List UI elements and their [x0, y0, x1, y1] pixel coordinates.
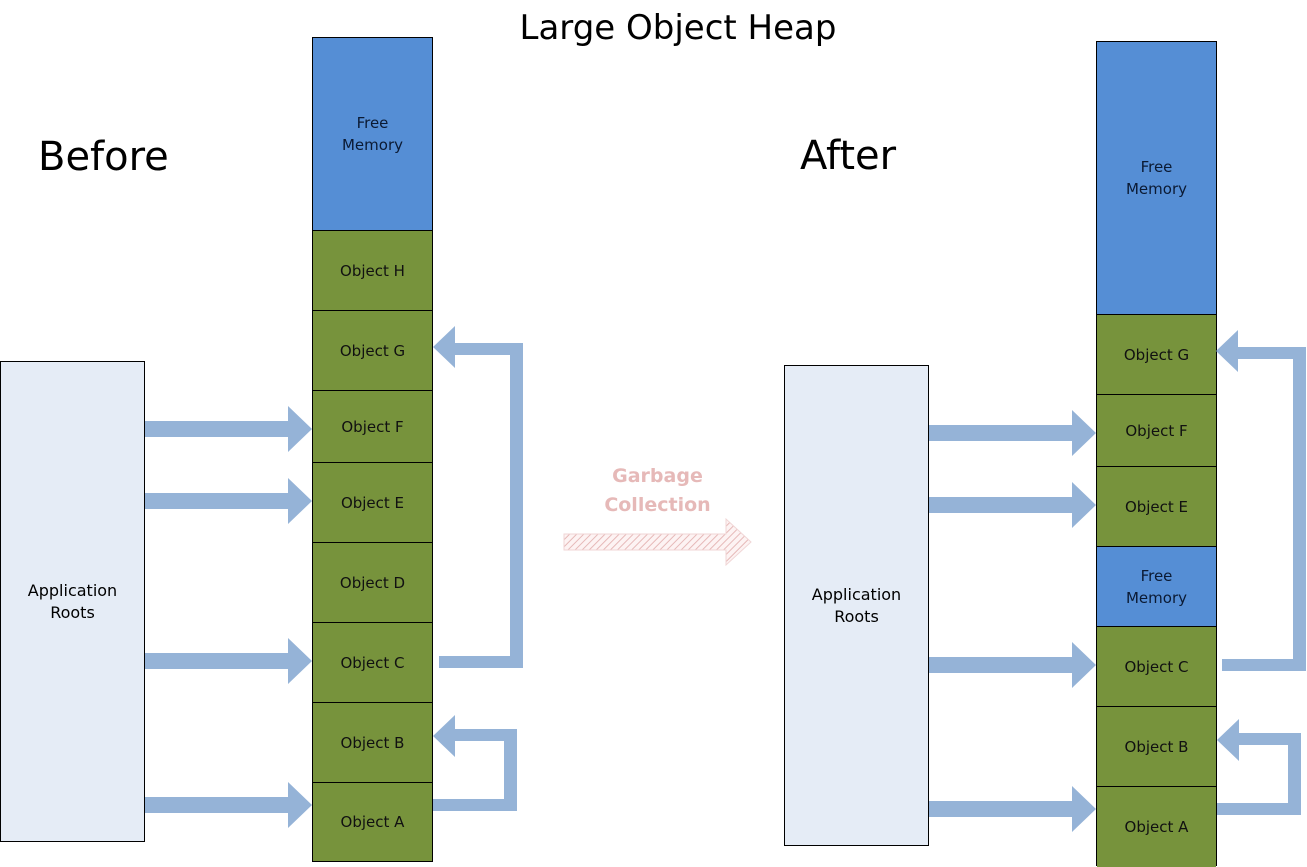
gc-label-line2: Collection	[604, 494, 711, 516]
after-block-object-c: Object C	[1097, 626, 1216, 706]
block-label: Object B	[340, 733, 405, 752]
before-object-a-to-object-b-arrow	[433, 715, 517, 811]
block-label: Free Memory	[341, 114, 403, 154]
block-label: Free Memory	[1125, 158, 1187, 198]
after-block-object-b: Object B	[1097, 706, 1216, 786]
after-block-free-memory-top: Free Memory	[1097, 42, 1216, 314]
before-block-object-d: Object D	[313, 542, 432, 622]
after-block-object-a: Object A	[1097, 786, 1216, 867]
before-block-object-b: Object B	[313, 702, 432, 782]
block-label: Object E	[340, 493, 405, 512]
garbage-collection-arrow	[563, 517, 752, 567]
after-block-object-f: Object F	[1097, 394, 1216, 466]
before-root-to-object-e-arrow	[145, 478, 312, 524]
after-application-roots: Application Roots	[784, 365, 929, 846]
block-label: Object E	[1124, 497, 1189, 516]
after-block-free-memory-gap: Free Memory	[1097, 546, 1216, 626]
block-label: Object C	[1124, 657, 1189, 676]
after-root-to-object-e-arrow	[929, 482, 1096, 528]
before-block-object-a: Object A	[313, 782, 432, 861]
before-root-to-object-c-arrow	[145, 638, 312, 684]
before-object-c-to-object-g-arrow	[433, 326, 523, 668]
after-root-to-object-a-arrow	[929, 786, 1096, 832]
block-label: Object F	[341, 417, 404, 436]
after-block-object-e: Object E	[1097, 466, 1216, 546]
before-block-object-e: Object E	[313, 462, 432, 542]
garbage-collection-label: Garbage Collection	[560, 462, 755, 520]
block-label: Object F	[1125, 421, 1188, 440]
after-roots-label: Application Roots	[811, 584, 902, 626]
before-block-object-f: Object F	[313, 390, 432, 462]
before-block-object-h: Object H	[313, 230, 432, 310]
block-label: Object D	[339, 573, 406, 592]
before-roots-label: Application Roots	[27, 580, 118, 622]
gc-label-line1: Garbage	[612, 465, 703, 487]
before-block-object-c: Object C	[313, 622, 432, 702]
before-block-free-memory: Free Memory	[313, 38, 432, 230]
after-root-to-object-c-arrow	[929, 642, 1096, 688]
before-application-roots: Application Roots	[0, 361, 145, 842]
block-label: Object C	[340, 653, 405, 672]
block-label: Object G	[339, 341, 406, 360]
diagram-title: Large Object Heap	[519, 8, 837, 48]
block-label: Object A	[1124, 818, 1189, 836]
before-block-object-g: Object G	[313, 310, 432, 390]
before-heap-column: Free Memory Object H Object G Object F O…	[312, 37, 433, 862]
block-label: Object B	[1124, 737, 1189, 756]
after-object-c-to-object-g-arrow	[1216, 330, 1306, 671]
before-label: Before	[38, 134, 169, 180]
before-root-to-object-f-arrow	[145, 406, 312, 452]
block-label: Object A	[340, 813, 405, 831]
block-label: Object G	[1123, 345, 1190, 364]
block-label: Object H	[340, 261, 405, 280]
after-root-to-object-f-arrow	[929, 410, 1096, 456]
after-object-a-to-object-b-arrow	[1217, 719, 1301, 815]
after-heap-column: Free Memory Object G Object F Object E F…	[1096, 41, 1217, 867]
after-label: After	[800, 133, 897, 179]
before-root-to-object-a-arrow	[145, 782, 312, 828]
after-block-object-g: Object G	[1097, 314, 1216, 394]
block-label: Free Memory	[1125, 566, 1187, 607]
